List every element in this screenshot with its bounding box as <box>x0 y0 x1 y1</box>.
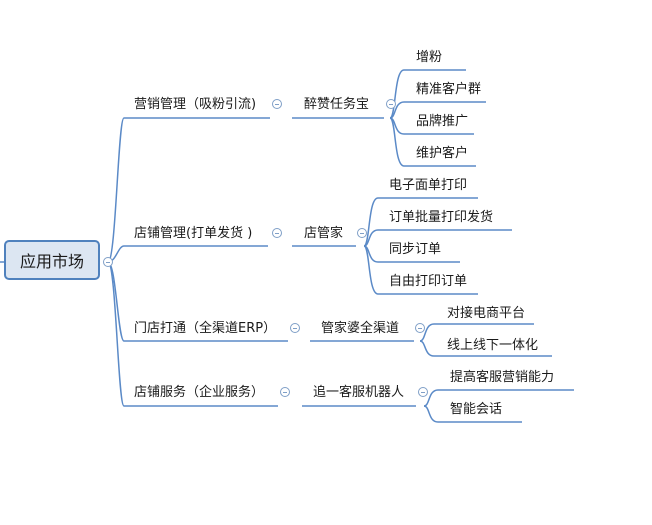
tool-to-leaf-connector <box>423 389 439 407</box>
leaf-label[interactable]: 电子面单打印 <box>389 178 468 193</box>
branch-label-shop-service[interactable]: 店铺服务（企业服务） <box>134 385 265 400</box>
tool-label-shop-management[interactable]: 店管家 <box>304 226 344 241</box>
tool-label-shop-service[interactable]: 追一客服机器人 <box>313 385 405 400</box>
root-to-branch-connector <box>107 261 125 407</box>
branch-label-shop-management[interactable]: 店铺管理(打单发货 ) <box>134 226 253 241</box>
tool-to-leaf-connector <box>419 323 435 342</box>
branch-shop-service-collapse-icon[interactable] <box>280 387 290 397</box>
leaf-label[interactable]: 精准客户群 <box>416 82 482 97</box>
branch-marketing-collapse-icon[interactable] <box>272 99 282 109</box>
tool-shop-management-collapse-icon[interactable] <box>357 228 367 238</box>
leaf-label[interactable]: 维护客户 <box>416 146 469 161</box>
root-node[interactable]: 应用市场 <box>4 240 100 280</box>
leaf-label[interactable]: 提高客服营销能力 <box>450 370 555 385</box>
leaf-label[interactable]: 线上线下一体化 <box>447 338 539 353</box>
leaf-label[interactable]: 订单批量打印发货 <box>389 210 494 225</box>
tool-label-store-omnichannel[interactable]: 管家婆全渠道 <box>321 321 400 336</box>
tool-to-leaf-connector <box>389 101 405 119</box>
leaf-label[interactable]: 增粉 <box>416 50 443 65</box>
tool-to-leaf-connector <box>389 69 405 119</box>
leaf-label[interactable]: 自由打印订单 <box>389 274 468 289</box>
root-label: 应用市场 <box>19 252 84 271</box>
root-to-branch-connector <box>107 117 125 263</box>
branch-label-marketing[interactable]: 营销管理（吸粉引流) <box>134 97 257 112</box>
leaf-label[interactable]: 同步订单 <box>389 242 442 257</box>
tool-shop-service-collapse-icon[interactable] <box>418 387 428 397</box>
leaf-label[interactable]: 品牌推广 <box>416 114 469 129</box>
leaf-label[interactable]: 对接电商平台 <box>447 306 526 321</box>
branch-label-store-omnichannel[interactable]: 门店打通（全渠道ERP） <box>134 321 277 336</box>
tool-store-omnichannel-collapse-icon[interactable] <box>415 323 425 333</box>
tool-to-leaf-connector <box>363 229 379 247</box>
leaf-label[interactable]: 智能会话 <box>450 402 503 417</box>
tool-label-marketing[interactable]: 醉赞任务宝 <box>304 97 370 112</box>
tool-to-leaf-connector <box>419 340 435 357</box>
tool-to-leaf-connector <box>423 405 439 423</box>
branch-shop-management-collapse-icon[interactable] <box>272 228 282 238</box>
root-collapse-icon[interactable] <box>103 257 113 267</box>
tool-marketing-collapse-icon[interactable] <box>386 99 396 109</box>
tool-to-leaf-connector <box>363 245 379 295</box>
tool-to-leaf-connector <box>363 197 379 247</box>
tool-to-leaf-connector <box>389 117 405 167</box>
branch-store-omnichannel-collapse-icon[interactable] <box>290 323 300 333</box>
